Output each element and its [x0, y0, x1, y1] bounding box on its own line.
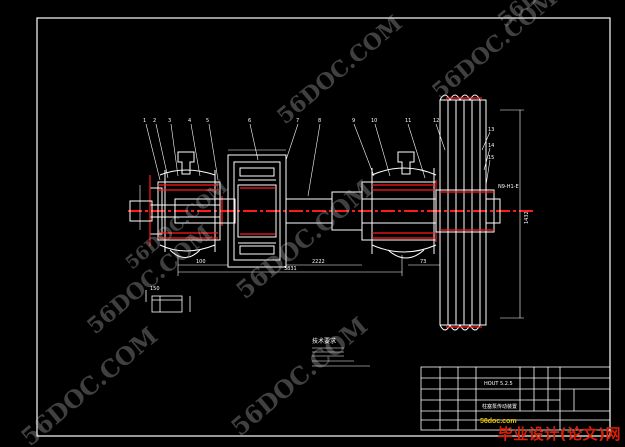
part-number-9: 9 [352, 118, 355, 124]
watermark-1: 56DOC.COM [272, 10, 407, 129]
title-block [420, 366, 611, 431]
dim-total-length: 3831 [284, 266, 297, 272]
title-block-label-a: HOUT 5.2.5 [484, 381, 513, 387]
part-number-5: 5 [206, 118, 209, 124]
brand-site-small: 56doc.com [480, 418, 517, 425]
part-number-11: 11 [405, 118, 411, 124]
pulley-hatch [440, 97, 494, 328]
part-number-4: 4 [188, 118, 191, 124]
dimension-lines [139, 109, 524, 319]
dim-center-length: 2222 [312, 259, 325, 265]
tech-notes [312, 347, 370, 367]
tech-notes-title: 技术要求 [312, 337, 336, 345]
dim-right-length: 73 [420, 259, 426, 265]
dim-left-length: 100 [196, 259, 206, 265]
left-coupling-hatch [149, 175, 223, 246]
part-number-6: 6 [248, 118, 251, 124]
pulley [435, 94, 501, 331]
part-number-8: 8 [318, 118, 321, 124]
part-number-15: 15 [488, 155, 494, 161]
part-number-14: 14 [488, 143, 494, 149]
dim-small-mark: 150 [150, 286, 160, 292]
dim-height: 1432 [524, 211, 530, 224]
drawing-border [36, 17, 611, 437]
watermark-5: 56DOC.COM [225, 311, 373, 442]
section-detail [145, 290, 191, 313]
gearbox [227, 154, 287, 268]
watermark-3: 56DOC.COM [230, 174, 378, 305]
part-number-10: 10 [371, 118, 377, 124]
leader-lines [145, 123, 491, 197]
part-number-1: 1 [143, 118, 146, 124]
brand-logo: 毕业设计(论文)网 [497, 425, 621, 443]
dim-bore-label: N9-H1-E [498, 184, 519, 190]
part-number-3: 3 [168, 118, 171, 124]
part-number-2: 2 [153, 118, 156, 124]
left-coupling [149, 151, 221, 258]
right-coupling [361, 151, 437, 259]
part-number-7: 7 [296, 118, 299, 124]
part-number-13: 13 [488, 127, 494, 133]
part-number-12: 12 [433, 118, 439, 124]
title-block-label-b: 柱塞泵传动装置 [482, 403, 517, 410]
